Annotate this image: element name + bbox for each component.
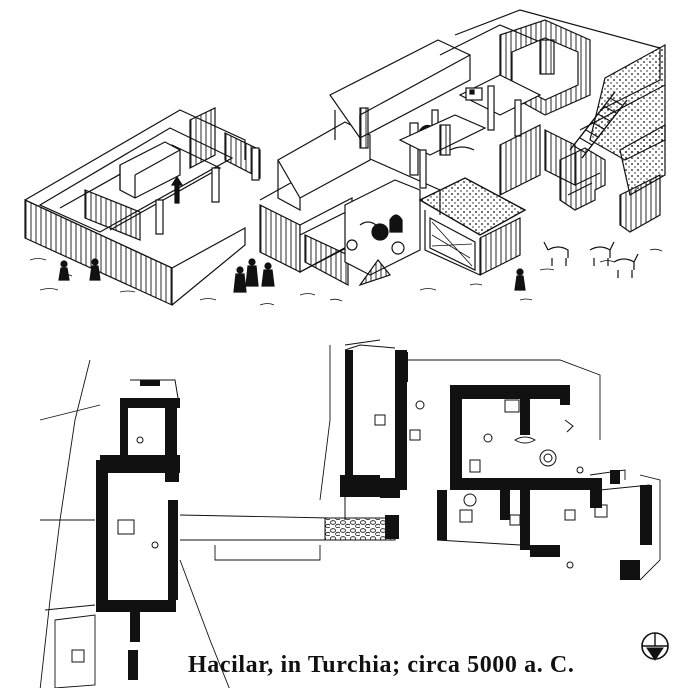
axonometric-reconstruction — [24, 9, 666, 306]
figure-caption: Hacilar, in Turchia; circa 5000 a. C. — [188, 652, 575, 678]
goat-animals — [543, 241, 639, 278]
north-arrow-compass-icon — [641, 632, 669, 661]
west-building — [96, 380, 180, 680]
people-figures — [58, 258, 526, 293]
right-house-block — [398, 9, 666, 233]
central-house-block — [259, 39, 471, 287]
interior-features — [71, 399, 608, 663]
archaeological-ground-plan — [39, 339, 669, 688]
plan-outline-lines — [39, 339, 661, 688]
central-building — [340, 350, 408, 539]
thatched-shed — [418, 177, 527, 276]
left-house-block — [24, 107, 261, 306]
stone-pavement — [324, 517, 396, 541]
ladder-icon — [569, 91, 628, 159]
east-building — [437, 385, 652, 580]
